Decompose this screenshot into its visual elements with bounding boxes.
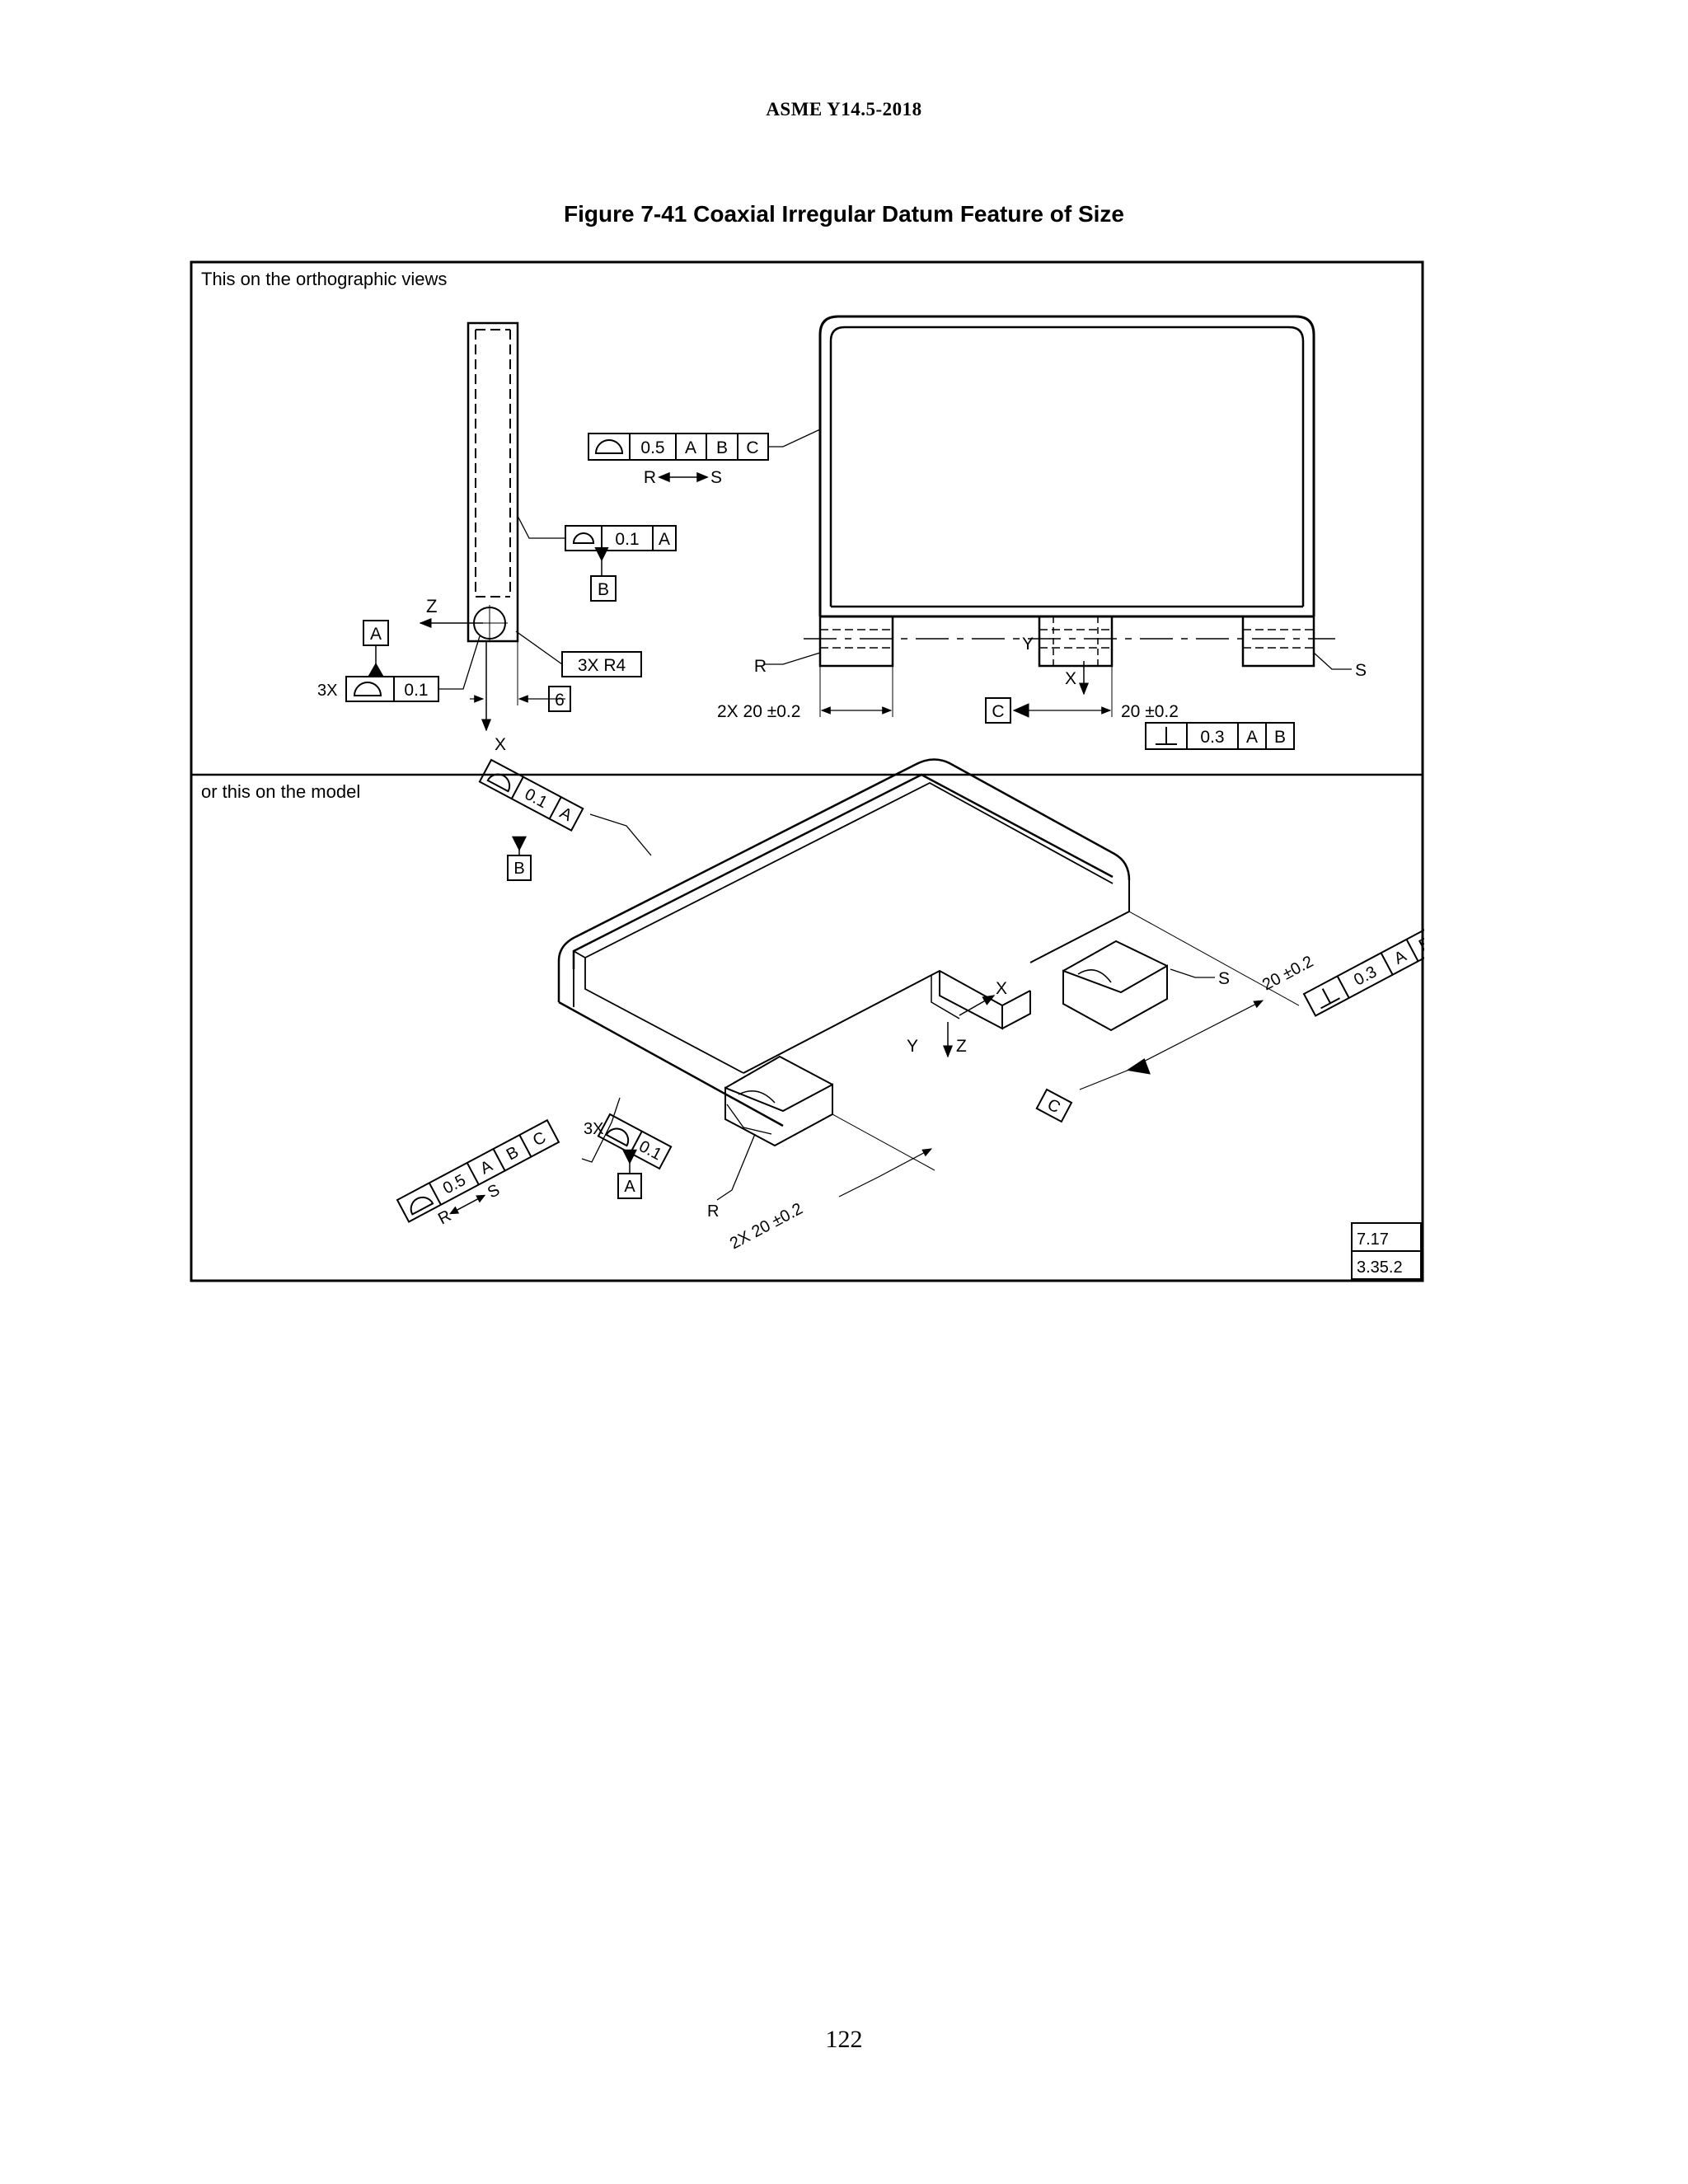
- model-view: [511, 758, 1300, 1201]
- model-x-label: X: [996, 979, 1007, 998]
- model-datum-b: B: [513, 860, 524, 878]
- side-count-3x: 3X: [317, 682, 337, 700]
- front-dim-20: 20 ±0.2: [1121, 702, 1179, 721]
- model-panel-label: or this on the model: [201, 781, 360, 802]
- model-perp-d1: A: [1391, 947, 1410, 968]
- model-s-label: S: [1218, 969, 1230, 988]
- figure-7-41: This on the orthographic views or this o…: [190, 260, 1424, 1282]
- front-perp-d2: B: [1274, 728, 1286, 747]
- side-datum-b: B: [598, 580, 609, 599]
- front-datum-c-box: [985, 697, 1011, 724]
- model-profile-datum: A: [556, 804, 575, 825]
- front-r-label: R: [754, 657, 767, 676]
- dim-6: 6: [555, 691, 565, 710]
- front-y-label: Y: [1022, 635, 1034, 654]
- running-header: ASME Y14.5-2018: [766, 99, 922, 120]
- side-x-label: X: [495, 735, 506, 754]
- between-arrow-icon: [658, 471, 709, 483]
- model-z-label: Z: [956, 1037, 967, 1056]
- front-x-label: X: [1065, 669, 1076, 688]
- model-main-fcf: 0.5 A B C: [396, 1118, 560, 1223]
- ref-1: 7.17: [1357, 1230, 1389, 1249]
- figure-border: [190, 260, 1424, 1282]
- side-datum-a-fcf: 0.1: [345, 676, 439, 702]
- model-count-3x: 3X: [584, 1120, 603, 1138]
- front-s-label: S: [1355, 661, 1367, 680]
- side-datum-a: A: [370, 625, 382, 644]
- model-y-label: Y: [907, 1037, 918, 1056]
- model-profile-fcf: 0.1 A: [478, 758, 584, 832]
- reference-box: 7.17 3.35.2: [1351, 1222, 1422, 1280]
- dim-6-box: [548, 686, 571, 712]
- figure-title: Figure 7-41 Coaxial Irregular Datum Feat…: [564, 201, 1124, 227]
- model-x-axis-arrow: [959, 995, 996, 1016]
- profile-surface-icon: [486, 773, 511, 793]
- front-between-from: R: [644, 468, 656, 487]
- front-main-d1: A: [685, 438, 696, 457]
- side-profile-tol: 0.1: [615, 530, 639, 549]
- front-main-tol: 0.5: [640, 438, 664, 457]
- front-perp-fcf: 0.3 A B: [1145, 722, 1295, 750]
- model-datum-a-fcf: 0.1: [597, 1113, 673, 1170]
- perpendicularity-icon: [1320, 997, 1340, 1010]
- model-datum-a: A: [624, 1178, 635, 1196]
- profile-surface-icon: [605, 1127, 630, 1147]
- page-number: 122: [825, 2026, 863, 2053]
- ref-2: 3.35.2: [1357, 1258, 1403, 1277]
- front-datum-c: C: [992, 702, 1004, 721]
- front-between-to: S: [710, 468, 722, 487]
- model-datum-a-box: A: [617, 1173, 642, 1199]
- profile-surface-icon: [410, 1196, 434, 1216]
- profile-surface-icon: [572, 532, 595, 544]
- profile-surface-icon: [353, 682, 382, 696]
- model-r-label: R: [707, 1202, 719, 1221]
- side-datum-b-box: [590, 575, 617, 602]
- radius-note: 3X R4: [578, 656, 626, 675]
- front-perp-d1: A: [1246, 728, 1258, 747]
- front-main-d3: C: [746, 438, 758, 457]
- model-between-from: R: [435, 1207, 454, 1228]
- model-dim-20: 20 ±0.2: [1259, 953, 1316, 995]
- front-perp-tol: 0.3: [1200, 728, 1224, 747]
- front-main-fcf: 0.5 A B C: [588, 433, 769, 461]
- front-dim-2x: 2X 20 ±0.2: [717, 702, 800, 721]
- side-profile-fcf: 0.1 A: [565, 525, 677, 551]
- model-datum-b-box: B: [507, 855, 532, 881]
- side-datum-a-tol: 0.1: [404, 681, 428, 700]
- side-datum-a-box: [363, 620, 389, 646]
- figure-drawing: This on the orthographic views or this o…: [190, 260, 1424, 1282]
- front-main-d2: B: [716, 438, 728, 457]
- radius-note-box: [561, 651, 642, 677]
- side-profile-datum: A: [659, 530, 670, 549]
- ortho-panel-label: This on the orthographic views: [201, 269, 447, 289]
- front-view: [763, 315, 1352, 718]
- model-perp-d2: B: [1416, 934, 1424, 955]
- model-main-d1: A: [477, 1156, 496, 1178]
- model-dim-2x: 2X 20 ±0.2: [727, 1200, 806, 1254]
- model-perp-fcf: 0.3 A B: [1302, 925, 1424, 1017]
- model-between-to: S: [485, 1181, 503, 1202]
- model-datum-c-box: C: [1035, 1088, 1073, 1123]
- model-main-d3: C: [530, 1128, 549, 1150]
- profile-surface-icon: [594, 439, 624, 454]
- side-z-label: Z: [426, 596, 437, 616]
- model-main-d2: B: [504, 1143, 522, 1165]
